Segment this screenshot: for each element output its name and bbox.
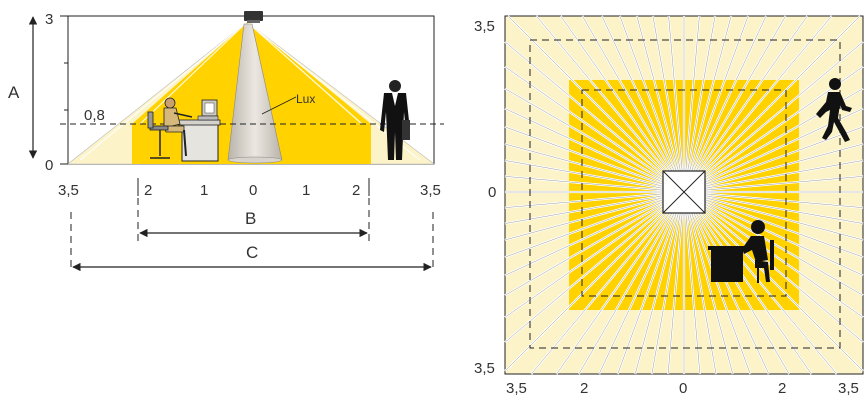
plan-ray bbox=[504, 191, 685, 224]
plan-ray bbox=[504, 88, 685, 193]
side-tick-2: 2 bbox=[144, 182, 152, 199]
plan-ray bbox=[504, 143, 685, 193]
plan-ray bbox=[683, 191, 770, 375]
plan-ray bbox=[683, 191, 864, 276]
plan-ray bbox=[683, 15, 700, 193]
plan-ray bbox=[667, 191, 685, 375]
plan-ray bbox=[683, 41, 864, 193]
plan-ray bbox=[683, 15, 786, 193]
plan-ray bbox=[582, 15, 685, 193]
plan-ray bbox=[683, 191, 864, 241]
plan-ray bbox=[683, 191, 751, 375]
plan-ray bbox=[578, 191, 685, 375]
height-top-label: 3 bbox=[45, 11, 53, 28]
plan-ray bbox=[683, 191, 790, 375]
plan-ray bbox=[560, 15, 685, 193]
side-tick-5: 1 bbox=[302, 182, 310, 199]
plan-ray bbox=[507, 15, 685, 193]
plan-ray bbox=[504, 66, 685, 193]
plan-y-tick-mid: 0 bbox=[488, 184, 496, 201]
plan-ray bbox=[504, 191, 685, 372]
plan-ray bbox=[683, 126, 864, 193]
plan-ray bbox=[636, 15, 685, 193]
plan-ray bbox=[683, 191, 812, 375]
seated-worker-plan-icon bbox=[708, 220, 774, 283]
side-view-x-ticks: 3,5 2 1 0 1 2 3,5 bbox=[58, 182, 441, 199]
plan-ray bbox=[619, 15, 685, 193]
plan-ray bbox=[683, 15, 832, 193]
plan-ray bbox=[683, 191, 864, 224]
plan-ray bbox=[504, 191, 685, 208]
plan-ray bbox=[683, 191, 734, 375]
plan-ray bbox=[617, 191, 685, 375]
plan-ray bbox=[634, 191, 685, 375]
plan-inner-dashed-boundary bbox=[581, 89, 787, 297]
side-tick-3: 1 bbox=[200, 182, 208, 199]
plan-ray bbox=[651, 191, 685, 375]
plan-ray bbox=[683, 176, 864, 193]
plan-ray bbox=[504, 126, 685, 193]
plan-ray bbox=[504, 191, 685, 318]
plan-ray bbox=[683, 15, 732, 193]
plan-ray bbox=[598, 191, 685, 375]
plan-ray bbox=[683, 160, 864, 193]
plan-y-tick-top: 3,5 bbox=[474, 18, 495, 35]
plan-ray bbox=[601, 15, 685, 193]
plan-outer-dashed-boundary bbox=[529, 39, 841, 349]
plan-ray bbox=[683, 191, 701, 375]
plan-ray bbox=[504, 191, 685, 276]
plan-ray bbox=[504, 108, 685, 193]
plan-ray bbox=[683, 143, 864, 193]
plan-y-tick-bottom: 3,5 bbox=[474, 360, 495, 377]
side-tick-7: 3,5 bbox=[420, 182, 441, 199]
plan-ray bbox=[683, 191, 864, 258]
plan-ray bbox=[683, 191, 837, 375]
plan-ray bbox=[683, 15, 808, 193]
work-height-label: 0,8 bbox=[84, 107, 105, 124]
sensor-plan-icon bbox=[662, 170, 706, 214]
plan-ray bbox=[504, 41, 685, 193]
seated-worker-icon bbox=[147, 97, 221, 162]
side-tick-6: 2 bbox=[352, 182, 360, 199]
lux-label: Lux bbox=[296, 92, 315, 106]
sensor-icon bbox=[244, 11, 263, 21]
plan-ray bbox=[504, 160, 685, 193]
side-tick-4: 0 bbox=[249, 182, 257, 199]
plan-ray bbox=[683, 15, 767, 193]
plan-ray bbox=[504, 191, 685, 241]
height-bottom-label: 0 bbox=[45, 157, 53, 174]
plan-x-tick-5: 3,5 bbox=[838, 380, 859, 397]
plan-ray bbox=[683, 191, 717, 375]
plan-ray bbox=[556, 191, 685, 375]
plan-ray bbox=[683, 15, 749, 193]
plan-ray bbox=[652, 15, 685, 193]
dimension-b-label: B bbox=[245, 209, 256, 228]
walking-person-icon bbox=[816, 78, 852, 142]
dimension-c-label: C bbox=[246, 243, 258, 262]
plan-x-tick-4: 2 bbox=[778, 380, 786, 397]
side-tick-1: 3,5 bbox=[58, 182, 79, 199]
plan-x-tick-2: 2 bbox=[580, 380, 588, 397]
plan-ray bbox=[504, 191, 685, 296]
plan-ray bbox=[536, 15, 685, 193]
dimension-a-label: A bbox=[8, 83, 20, 102]
plan-ray bbox=[531, 191, 685, 375]
plan-ray bbox=[683, 15, 716, 193]
plan-ray bbox=[683, 15, 861, 193]
plan-rays bbox=[504, 15, 864, 375]
plan-x-tick-1: 3,5 bbox=[506, 380, 527, 397]
side-view: 3 0 A 0,8 Lux bbox=[8, 11, 444, 272]
plan-x-tick-3: 0 bbox=[679, 380, 687, 397]
plan-ray bbox=[683, 191, 864, 372]
plan-ray bbox=[504, 176, 685, 193]
standing-person-icon bbox=[380, 80, 410, 160]
plan-ray bbox=[504, 191, 685, 258]
plan-ray bbox=[668, 15, 685, 193]
plan-ray bbox=[504, 191, 685, 343]
plan-view: 3,5 0 3,5 3,5 2 0 2 3,5 bbox=[474, 15, 864, 397]
plan-ray bbox=[683, 191, 864, 208]
